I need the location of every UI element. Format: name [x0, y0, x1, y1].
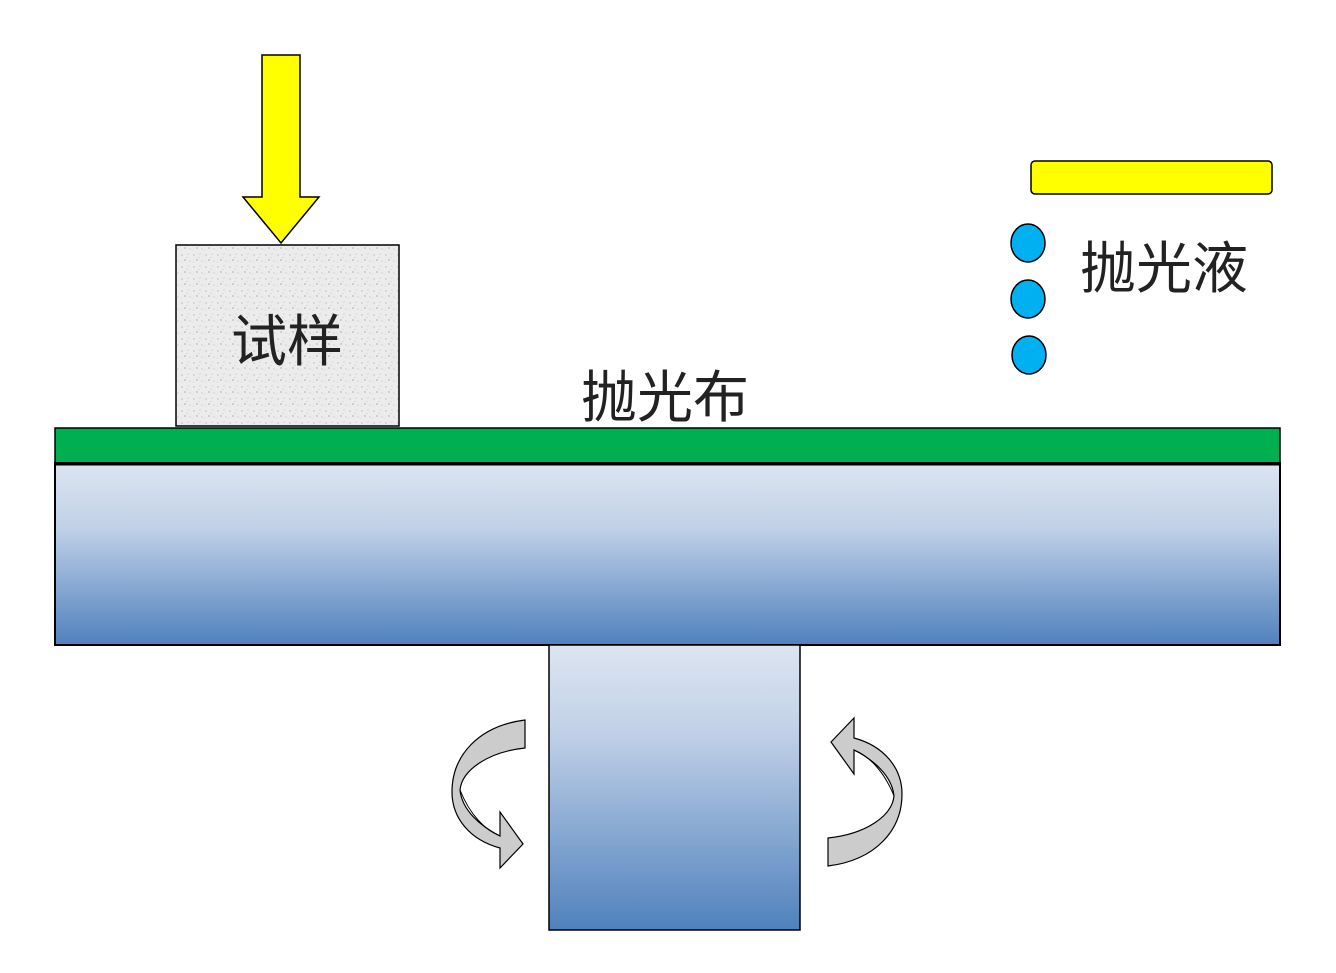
specimen-block	[175, 244, 400, 427]
curved-arrow-icon	[451, 719, 526, 870]
down-arrow-icon	[241, 54, 321, 245]
drop-icon	[1010, 279, 1046, 319]
polishing-cloth	[54, 427, 1281, 464]
specimen-label: 试样	[231, 310, 343, 375]
liquid-dispenser	[1030, 160, 1273, 195]
spindle-shaft	[548, 644, 801, 931]
polishing-platen	[54, 462, 1281, 646]
curved-arrow-icon	[827, 716, 903, 867]
drop-icon	[1011, 335, 1047, 375]
drop-icon	[1010, 223, 1046, 263]
polishing-cloth-label: 抛光布	[581, 366, 749, 431]
polishing-liquid-label: 抛光液	[1080, 237, 1248, 302]
